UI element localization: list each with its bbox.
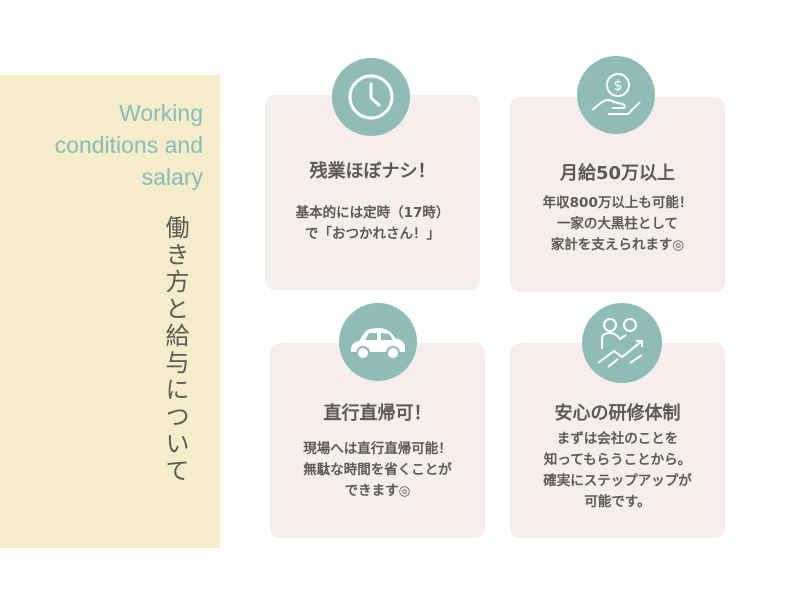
title-english: Working conditions and salary: [54, 100, 203, 190]
car-icon: [339, 303, 417, 381]
money-hand-icon: $: [577, 56, 655, 134]
svg-text:$: $: [614, 78, 623, 94]
section-header-panel: Working conditions and salary 働き方と給与について: [0, 75, 220, 548]
card-title: 直行直帰可！: [323, 403, 432, 424]
clock-icon: [332, 58, 410, 136]
card-title: 月給50万以上: [559, 163, 676, 184]
card-text: 年収800万以上も可能！一家の大黒柱として家計を支えられます◎: [542, 195, 693, 253]
card-title: 残業ほぼナシ！: [309, 161, 436, 182]
card-text: 現場へは直行直帰可能！無駄な時間を省くことができます◎: [303, 441, 452, 499]
title-japanese: 働き方と給与について: [161, 215, 189, 485]
card-text: まずは会社のことを知ってもらうことから。確実にステップアップが可能です。: [543, 431, 692, 510]
card-title: 安心の研修体制: [554, 403, 681, 424]
growth-person-icon: [582, 303, 662, 383]
card-text: 基本的には定時（17時）で「おつかれさん！」: [295, 205, 450, 242]
card-salary: 月給50万以上 年収800万以上も可能！一家の大黒柱として家計を支えられます◎: [510, 97, 725, 292]
